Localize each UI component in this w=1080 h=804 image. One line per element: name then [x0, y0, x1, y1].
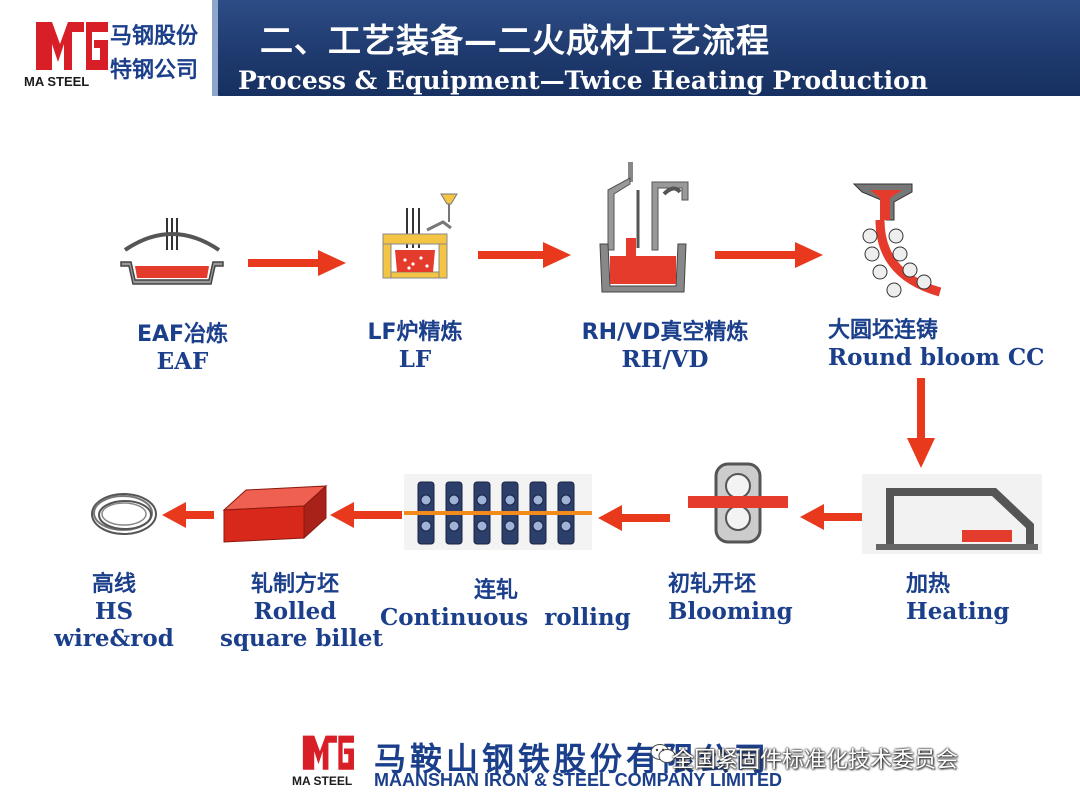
- label-billet-cn: 轧制方坯: [250, 572, 339, 597]
- label-rolling-en: Continuous rolling: [380, 604, 631, 631]
- label-rolling: 连轧 Continuous rolling: [380, 572, 631, 631]
- arrow-rhvd-to-cc: [715, 242, 823, 268]
- label-billet-en-1: Rolled: [253, 598, 337, 625]
- page-title: 二、工艺装备—二火成材工艺流程: [260, 21, 770, 60]
- label-rolling-cn: 连轧: [473, 578, 518, 603]
- label-billet: 轧制方坯 Rolled square billet: [220, 566, 383, 652]
- footer-brand: MA STEEL: [292, 774, 353, 788]
- logo-text-line2: 特钢公司: [110, 58, 199, 83]
- header-logo: 马钢股份 特钢公司 MA STEEL: [22, 12, 207, 92]
- label-hs-en-1: HS: [94, 598, 134, 625]
- arrow-eaf-to-lf: [248, 250, 346, 276]
- rhvd-vacuum-icon: [599, 162, 689, 293]
- label-hs-cn: 高线: [91, 572, 136, 597]
- arrow-cc-to-heating: [907, 378, 935, 468]
- arrow-heating-to-blooming: [800, 504, 862, 530]
- mg-logo-icon: [36, 22, 108, 70]
- arrow-rolling-to-billet: [330, 502, 402, 528]
- label-rhvd: RH/VD真空精炼 RH/VD: [565, 314, 765, 373]
- arrow-lf-to-rhvd: [478, 242, 571, 268]
- label-heating-cn: 加热: [906, 572, 951, 597]
- label-heating: 加热 Heating: [906, 566, 1026, 625]
- logo-brand: MA STEEL: [24, 74, 90, 89]
- watermark-text: 全国紧固件标准化技术委员会: [672, 748, 959, 773]
- label-cc: 大圆坯连铸 Round bloom CC: [828, 312, 1045, 371]
- arrow-billet-to-hs: [162, 502, 214, 528]
- label-blooming: 初轧开坯 Blooming: [668, 566, 793, 625]
- company-name-cn: 马鞍山钢铁股份有限公司: [374, 740, 771, 778]
- label-eaf-cn: EAF冶炼: [136, 322, 229, 347]
- label-lf-cn: LF炉精炼: [367, 320, 463, 345]
- wechat-icon: [650, 744, 676, 763]
- label-rhvd-en: RH/VD: [621, 346, 709, 373]
- round-bloom-caster-icon: [852, 183, 942, 298]
- label-cc-cn: 大圆坯连铸: [828, 318, 939, 343]
- page-subtitle: Process & Equipment—Twice Heating Produc…: [238, 66, 928, 95]
- company-name-en: MAANSHAN IRON & STEEL COMPANY LIMITED: [374, 770, 783, 790]
- label-blooming-cn: 初轧开坯: [668, 572, 757, 597]
- logo-text-line1: 马钢股份: [110, 24, 199, 49]
- heating-furnace-icon: [862, 474, 1042, 554]
- label-rhvd-cn: RH/VD真空精炼: [581, 320, 749, 345]
- continuous-rolling-mill-icon: [404, 474, 592, 550]
- label-cc-en: Round bloom CC: [828, 344, 1045, 371]
- wire-coil-icon: [91, 493, 157, 535]
- label-hs: 高线 HS wire&rod: [50, 566, 178, 652]
- label-hs-en-2: wire&rod: [54, 625, 174, 652]
- label-heating-en: Heating: [906, 598, 1010, 625]
- label-lf-en: LF: [398, 346, 432, 373]
- label-eaf-en: EAF: [156, 348, 209, 375]
- blooming-mill-icon: [688, 462, 788, 544]
- header-bar: [212, 0, 1080, 96]
- square-billet-icon: [222, 484, 328, 543]
- label-blooming-en: Blooming: [668, 598, 793, 625]
- lf-ladle-icon: [382, 193, 458, 279]
- eaf-furnace-icon: [120, 218, 224, 285]
- label-billet-en-2: square billet: [220, 625, 383, 652]
- label-eaf: EAF冶炼 EAF: [120, 316, 245, 375]
- arrow-blooming-to-rolling: [598, 505, 670, 531]
- label-lf: LF炉精炼 LF: [350, 314, 480, 373]
- footer-mg-logo-icon: [302, 735, 354, 770]
